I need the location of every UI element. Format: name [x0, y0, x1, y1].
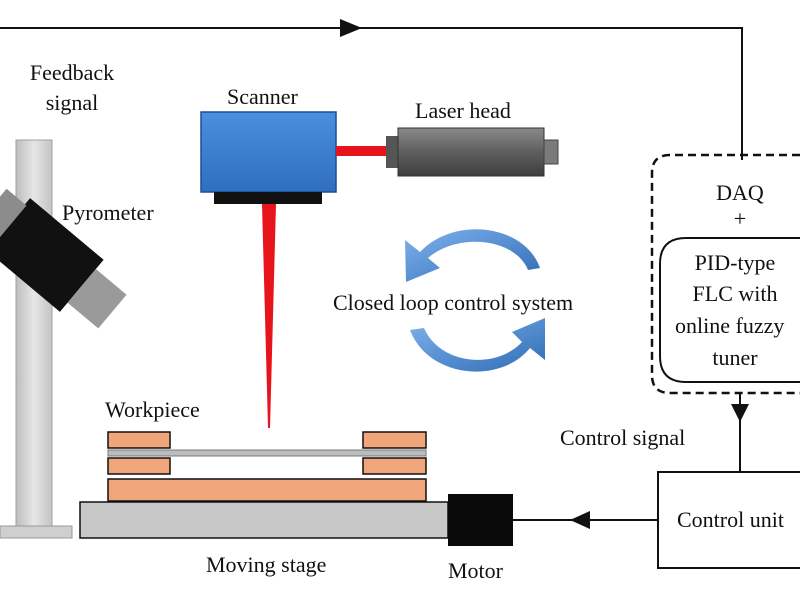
- pyrometer-label: Pyrometer: [62, 200, 154, 225]
- daq-plus: +: [733, 206, 747, 231]
- motor: [448, 494, 513, 546]
- laser-head-tip: [543, 139, 559, 165]
- clamp-top-left: [107, 431, 171, 449]
- closed-loop-label: Closed loop control system: [333, 290, 574, 315]
- laser-beam-vertical: [262, 204, 276, 428]
- controller-line-1: PID-type: [694, 250, 776, 275]
- daq-label: DAQ: [716, 180, 764, 205]
- controller-line-3: online fuzzy: [675, 313, 785, 338]
- workpiece-fixture: [107, 431, 427, 502]
- daq-dashed-box: [650, 153, 800, 395]
- controller-box: [659, 237, 800, 383]
- scanner-body: [200, 111, 337, 193]
- controller-line-2: FLC with: [692, 281, 778, 306]
- feedback-signal-label-2: signal: [45, 90, 99, 115]
- clamp-top-right: [362, 431, 427, 449]
- controller-line-4: tuner: [712, 345, 758, 370]
- laser-beam-horizontal: [336, 146, 388, 156]
- control-signal-label: Control signal: [560, 425, 686, 450]
- laser-head-connector: [386, 136, 400, 168]
- workpiece-label: Workpiece: [105, 397, 200, 422]
- scanner-label: Scanner: [227, 84, 298, 109]
- clamp-mid-left: [107, 457, 171, 475]
- feedback-line: [0, 27, 743, 160]
- workpiece-plate: [107, 449, 427, 457]
- control-signal-arrowhead: [731, 404, 749, 422]
- base-plate: [107, 478, 427, 502]
- closed-loop-arrows: [405, 229, 545, 372]
- feedback-arrowhead: [340, 19, 362, 37]
- clamp-mid-right: [362, 457, 427, 475]
- moving-stage-label: Moving stage: [206, 552, 327, 577]
- feedback-signal-label-1: Feedback: [29, 60, 115, 85]
- scanner-base: [214, 192, 322, 204]
- loop-arrow-bottom: [410, 318, 545, 372]
- pyrometer-post-base: [0, 525, 73, 539]
- control-unit-label: Control unit: [677, 507, 784, 532]
- moving-stage: [79, 501, 449, 539]
- motor-label: Motor: [448, 558, 503, 583]
- loop-arrow-top: [405, 229, 540, 282]
- pyrometer-post: [15, 139, 53, 531]
- pyrometer: [0, 188, 127, 329]
- laser-head-body: [397, 127, 545, 177]
- motor-signal-arrowhead: [570, 511, 590, 529]
- laser-head-label: Laser head: [415, 98, 511, 123]
